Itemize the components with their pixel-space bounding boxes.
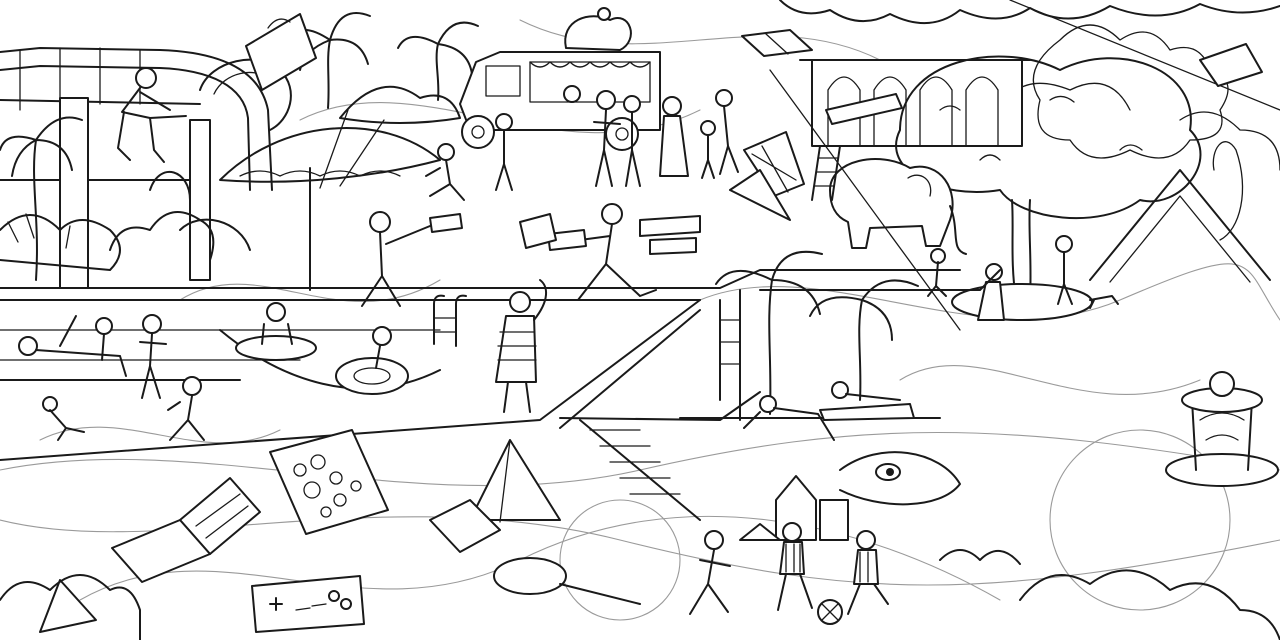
game-controller: [251, 575, 365, 633]
soccer-players: [689, 522, 889, 625]
flying-book: [741, 29, 813, 57]
people-near-tree: [927, 235, 1119, 321]
pyramid-box: [429, 439, 561, 553]
water-slide: [0, 47, 292, 289]
ice-cream-cone: [729, 131, 805, 221]
palm-trees-top: [289, 12, 479, 124]
runner-with-water-gun: [519, 203, 657, 301]
swimmers: [235, 302, 409, 395]
sunbather-left: [18, 315, 127, 377]
pool-deck: [0, 269, 961, 461]
mountain: [1089, 141, 1271, 283]
kid-with-water-gun: [361, 211, 463, 307]
big-fish: [839, 451, 961, 506]
spoon: [493, 557, 641, 605]
ladder: [811, 145, 841, 201]
person-sitting-on-slide: [117, 67, 187, 163]
beach-parasol: [219, 109, 441, 291]
sunbather-right: [743, 381, 915, 441]
bubble-box: [269, 429, 389, 535]
lifeguard-group: [42, 314, 205, 441]
palm-tree-left: [0, 116, 121, 281]
foreground-bushes: [0, 549, 1280, 640]
crowd-at-food-truck: [425, 85, 739, 201]
stepped-platforms: [559, 215, 761, 521]
elephant: [829, 158, 967, 255]
shrubs-left: [109, 170, 251, 261]
shopping-bag: [245, 13, 317, 91]
pool-ladder: [433, 294, 467, 347]
food-truck: [459, 7, 661, 151]
fountain: [1165, 371, 1279, 487]
person-with-swim-ring: [495, 279, 547, 413]
arched-colonnade: [799, 59, 1031, 147]
kite-string-lines: [769, 0, 1280, 331]
foreground-bottle: [111, 477, 261, 583]
